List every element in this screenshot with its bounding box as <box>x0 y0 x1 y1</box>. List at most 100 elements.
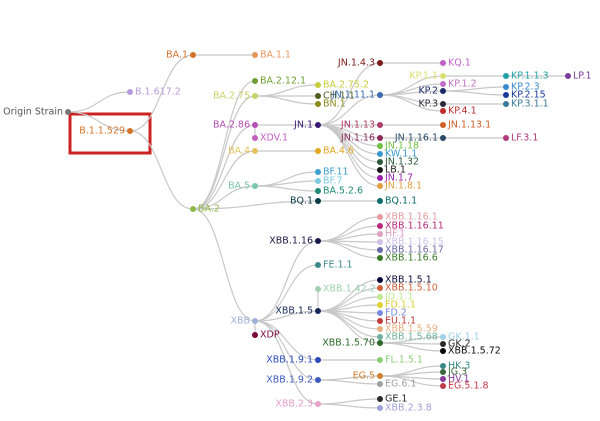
node-kp11[interactable]: KP.1.1 <box>409 71 446 82</box>
node-jn132[interactable]: JN.1.32 <box>377 157 419 168</box>
node-xbb192[interactable]: XBB.1.9.2 <box>266 375 321 386</box>
node-bq11[interactable]: BQ.1.1 <box>377 196 417 207</box>
node-kp3[interactable]: KP.3 <box>418 99 446 110</box>
node-xbb[interactable]: XBB <box>230 316 258 327</box>
node-jn17[interactable]: JN.1.7 <box>377 173 413 184</box>
node-xbb191[interactable]: XBB.1.9.1 <box>266 355 321 366</box>
node-xbb116[interactable]: XBB.1.16 <box>269 236 321 247</box>
node-label: HV.1 <box>448 374 469 385</box>
node-ba2752[interactable]: BA.2.75.2 <box>315 80 369 91</box>
node-fd2[interactable]: FD.2 <box>377 308 407 319</box>
node-ba4[interactable]: BA.4 <box>228 146 258 157</box>
node-eg518[interactable]: EG.5.1.8 <box>440 381 489 392</box>
node-xbb1559[interactable]: XBB.1.5.59 <box>377 324 438 335</box>
node-kp215[interactable]: KP.2.15 <box>503 90 546 101</box>
tree-edge <box>317 310 381 344</box>
node-xbb1570[interactable]: XBB.1.5.70 <box>322 338 383 349</box>
node-dot <box>377 357 383 363</box>
node-kp12[interactable]: KP.1.2 <box>440 79 477 90</box>
node-ba2[interactable]: BA.2 <box>190 204 220 215</box>
node-dot <box>377 122 383 128</box>
node-root[interactable]: Origin Strain <box>3 107 71 118</box>
node-dot <box>315 238 321 244</box>
node-kp311[interactable]: KP.3.1.1 <box>503 99 549 110</box>
node-xbb1568[interactable]: XBB.1.5.68 <box>377 332 438 343</box>
node-xbb1161[interactable]: XBB.1.16.1 <box>377 212 438 223</box>
node-ba286[interactable]: BA.2.86 <box>213 120 258 131</box>
node-gk2[interactable]: GK.2 <box>440 339 471 350</box>
node-fe11[interactable]: FE.1.1 <box>315 260 353 271</box>
node-b11529[interactable]: B.1.1.529 <box>79 126 133 137</box>
node-jn113[interactable]: JN.1.13 <box>340 120 383 131</box>
node-dot <box>377 277 383 283</box>
node-ba11[interactable]: BA.1.1 <box>252 50 291 61</box>
node-ch11[interactable]: CH.1.1 <box>315 91 355 102</box>
node-xbb1166[interactable]: XBB.1.16.6 <box>377 253 438 264</box>
tree-edge <box>254 310 319 322</box>
node-hv1[interactable]: HV.1 <box>440 374 469 385</box>
node-dot <box>377 198 383 204</box>
node-jn143[interactable]: JN.1.4.3 <box>337 58 383 69</box>
node-bf11[interactable]: BF.11 <box>315 167 349 178</box>
node-jd11[interactable]: JD.1.1 <box>377 292 413 303</box>
node-xbb15[interactable]: XBB.1.5 <box>275 306 321 317</box>
node-lf31[interactable]: LF.3.1 <box>503 133 538 144</box>
node-jn118[interactable]: JN.1.18 <box>377 141 419 152</box>
node-jn1[interactable]: JN.1 <box>293 120 321 131</box>
node-gk11[interactable]: GK.1.1 <box>440 332 480 343</box>
node-ge1[interactable]: GE.1 <box>377 394 407 405</box>
node-xbb11615[interactable]: XBB.1.16.15 <box>377 237 444 248</box>
node-fl151[interactable]: FL.1.5.1 <box>377 355 423 366</box>
tree-edge <box>317 379 381 385</box>
node-jn111[interactable]: JN.1.11.1 <box>331 90 383 101</box>
node-kp113[interactable]: KP.1.1.3 <box>503 71 549 82</box>
node-xbb1422[interactable]: XBB.1.42.2 <box>315 284 376 295</box>
node-hf1[interactable]: HF.1 <box>377 229 405 240</box>
node-jn181[interactable]: JN.1.8.1 <box>377 181 422 192</box>
node-eu11[interactable]: EU.1.1 <box>377 316 416 327</box>
node-kw11[interactable]: KW.1.1 <box>377 149 417 160</box>
node-lp1[interactable]: LP.1 <box>565 71 592 82</box>
node-kp41[interactable]: KP.4.1 <box>440 106 477 117</box>
node-bf7[interactable]: BF.7 <box>315 176 343 187</box>
node-jg3[interactable]: JG.3 <box>440 367 467 378</box>
node-dot <box>377 223 383 229</box>
node-dot <box>440 341 446 347</box>
node-xbb11611[interactable]: XBB.1.16.11 <box>377 221 444 232</box>
node-ba1[interactable]: BA.1 <box>166 50 196 61</box>
node-jn1131[interactable]: JN.1.13.1 <box>440 120 491 131</box>
node-xbb15572[interactable]: XBB.1.5.72 <box>440 346 501 357</box>
node-label: XBB.1.5.59 <box>385 324 438 335</box>
node-dot <box>377 247 383 253</box>
node-fd11[interactable]: FD.1.1 <box>377 300 416 311</box>
tree-edge <box>442 90 507 96</box>
node-kp2[interactable]: KP.2 <box>418 86 446 97</box>
node-xbb1510[interactable]: XBB.1.5.10 <box>377 283 438 294</box>
node-xdv1[interactable]: XDV.1 <box>252 133 288 144</box>
node-xbb11617[interactable]: XBB.1.16.17 <box>377 245 444 256</box>
node-ba526[interactable]: BA.5.2.6 <box>315 186 363 197</box>
node-bq1[interactable]: BQ.1 <box>290 196 321 207</box>
node-eg5[interactable]: EG.5 <box>353 371 383 382</box>
tree-edge <box>67 91 131 113</box>
node-jn116[interactable]: JN.1.16 <box>340 133 383 144</box>
node-hk3[interactable]: HK.3 <box>440 361 470 372</box>
node-xbb238[interactable]: XBB.2.3.8 <box>377 403 432 414</box>
node-label: KP.1.2 <box>448 79 477 90</box>
node-xbb151[interactable]: XBB.1.5.1 <box>377 275 432 286</box>
node-ba46[interactable]: BA.4.6 <box>315 146 354 157</box>
node-jn1161[interactable]: JN.1.16.1 <box>394 133 446 144</box>
node-xdp[interactable]: XDP <box>252 330 280 341</box>
node-b16172[interactable]: B.1.617.2 <box>127 87 181 98</box>
node-lb1[interactable]: LB.1 <box>377 165 406 176</box>
tree-edge <box>192 208 256 322</box>
node-ba275[interactable]: BA.2.75 <box>213 91 258 102</box>
node-bn1[interactable]: BN.1 <box>315 99 346 110</box>
node-ba2121[interactable]: BA.2.12.1 <box>252 76 306 87</box>
node-kq1[interactable]: KQ.1 <box>440 58 471 69</box>
node-label: XBB.2.3 <box>275 399 313 410</box>
node-eg61[interactable]: EG.6.1 <box>377 379 417 390</box>
node-ba5[interactable]: BA.5 <box>228 181 258 192</box>
node-xbb23[interactable]: XBB.2.3 <box>275 399 321 410</box>
node-kp23[interactable]: KP.2.3 <box>503 82 540 93</box>
